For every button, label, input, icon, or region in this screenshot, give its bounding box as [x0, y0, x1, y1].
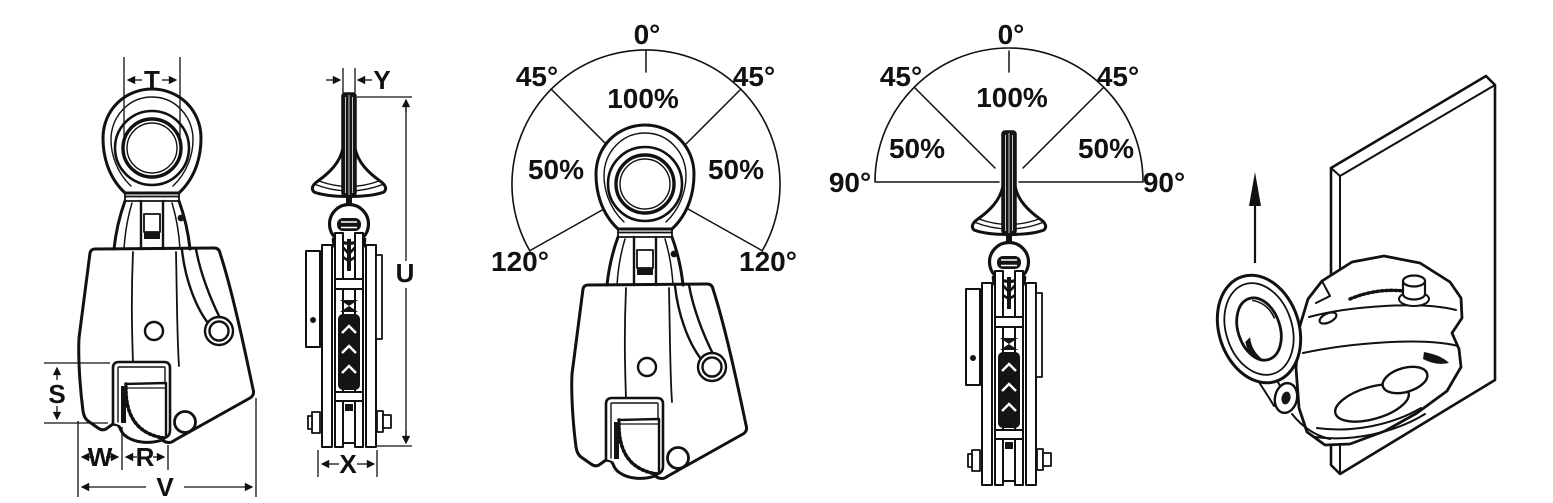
- side-view-dimensioned: Y U X: [304, 65, 415, 479]
- dim-label-w: W: [88, 442, 113, 472]
- lifting-ring: [1215, 273, 1303, 385]
- dim-label-s: S: [48, 379, 65, 409]
- lift-direction-arrow-icon: [1249, 172, 1261, 263]
- angle-label-0: 0°: [634, 19, 661, 50]
- cam-disc: [1381, 365, 1429, 395]
- capacity-label-50-left: 50%: [528, 154, 584, 185]
- dim-label-v: V: [156, 472, 174, 502]
- angle-label-45-left: 45°: [516, 61, 558, 92]
- capacity-label-50-right: 50%: [1078, 133, 1134, 164]
- dim-label-t: T: [144, 65, 160, 95]
- clamp-side-drawing: [964, 129, 1053, 487]
- sector-lines: [875, 50, 1143, 183]
- clamp-front-drawing: [76, 87, 256, 445]
- angle-label-120-left: 120°: [491, 246, 549, 277]
- extension-lines: [44, 57, 257, 497]
- capacity-label-100: 100%: [607, 83, 679, 114]
- application-view: [1215, 74, 1497, 476]
- angle-label-45-right: 45°: [1097, 61, 1139, 92]
- dim-label-x: X: [339, 449, 357, 479]
- ring-highlight: [1252, 299, 1276, 319]
- swivel-boss-hole: [1281, 391, 1291, 405]
- clamp-side-drawing: [304, 91, 393, 449]
- angle-label-120-right: 120°: [739, 246, 797, 277]
- dimension-arrows: [320, 75, 411, 469]
- body-fold-lines: [1302, 280, 1459, 354]
- dim-label-r: R: [136, 442, 155, 472]
- cam-teeth-hint: [1348, 288, 1406, 301]
- angle-label-0: 0°: [998, 19, 1025, 50]
- side-load-chart: 0° 45° 45° 100% 50% 50% 90° 90°: [829, 19, 1185, 487]
- angle-label-90-left: 90°: [829, 167, 871, 198]
- dim-label-y: Y: [373, 65, 390, 95]
- capacity-label-50-right: 50%: [708, 154, 764, 185]
- extension-lines: [317, 68, 412, 477]
- sector-lines: [530, 50, 762, 251]
- clamp-isometric: [1215, 254, 1464, 447]
- angle-label-45-right: 45°: [733, 61, 775, 92]
- capacity-label-100: 100%: [976, 82, 1048, 113]
- capacity-label-50-left: 50%: [889, 133, 945, 164]
- pin-top: [1401, 274, 1427, 288]
- capacity-arc: [874, 47, 1144, 183]
- front-view-dimensioned: T S W R V: [44, 57, 257, 502]
- angle-label-45-left: 45°: [880, 61, 922, 92]
- top-face-hole: [1318, 311, 1338, 325]
- dim-label-u: U: [396, 258, 415, 288]
- ring-mid-line: [1223, 282, 1295, 376]
- angle-label-90-right: 90°: [1143, 167, 1185, 198]
- cam-shadow: [1423, 352, 1449, 364]
- ring-shadow: [1245, 337, 1263, 360]
- front-load-chart: 0° 45° 45° 100% 50% 50% 120° 120°: [491, 19, 797, 481]
- dimension-arrows: [52, 75, 254, 492]
- capacity-arc: [511, 49, 781, 252]
